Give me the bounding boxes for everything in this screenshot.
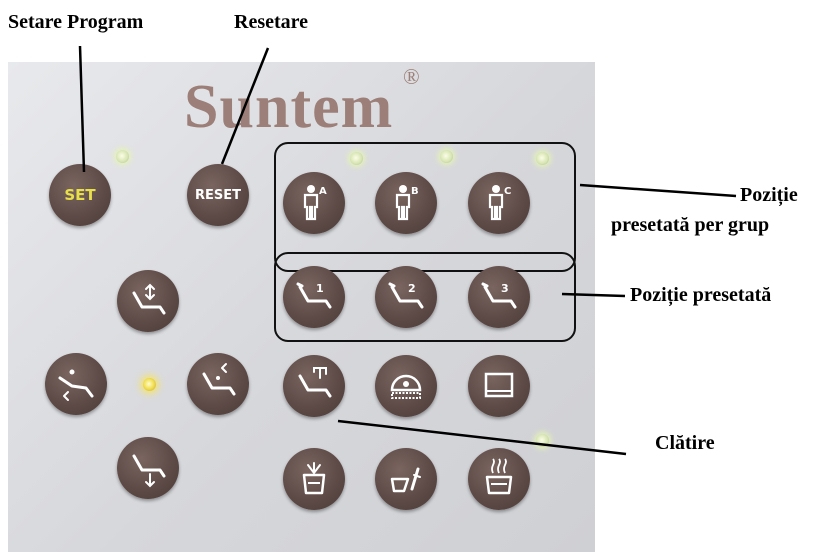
chair-recline-icon <box>58 369 94 401</box>
bowl-flush-button[interactable] <box>375 448 437 510</box>
chair-right-button[interactable] <box>187 353 249 415</box>
person-a-icon: A <box>303 185 327 221</box>
group-preset-callout-line <box>579 183 737 198</box>
chair-preset-3-icon: 3 <box>481 282 517 309</box>
person-b-icon: B <box>395 185 419 221</box>
reset-label: Resetare <box>234 11 309 33</box>
monitor-icon <box>484 372 514 398</box>
chair-down-button[interactable] <box>117 437 179 499</box>
preset-1-button[interactable]: 1 <box>283 266 345 328</box>
heated-water-icon <box>485 458 513 495</box>
cup-fill-icon <box>302 462 326 495</box>
backrest-up-button[interactable] <box>117 270 179 332</box>
reset-button-label: RESET <box>194 187 241 203</box>
chair-left-button[interactable] <box>45 353 107 415</box>
brand-name: Suntem <box>184 73 394 141</box>
heater-indicator-led <box>536 434 549 447</box>
center-indicator-led <box>143 378 156 391</box>
operating-light-button[interactable] <box>375 355 437 417</box>
group-preset-label-line1: Poziție <box>740 184 798 206</box>
svg-text:1: 1 <box>316 282 324 295</box>
preset-2-button[interactable]: 2 <box>375 266 437 328</box>
group-preset-box <box>274 142 576 272</box>
chair-raise-icon <box>202 363 236 396</box>
set-button-label: SET <box>64 186 96 204</box>
svg-text:2: 2 <box>408 282 416 295</box>
bowl-flush-icon <box>390 467 421 493</box>
preset-label: Poziție presetată <box>630 284 772 306</box>
chair-preset-2-icon: 2 <box>388 282 424 309</box>
set-program-label: Setare Program <box>8 11 144 33</box>
person-c-icon: C <box>488 185 511 221</box>
operating-light-icon <box>390 374 422 399</box>
svg-text:C: C <box>504 186 511 197</box>
chair-backrest-icon <box>132 283 166 315</box>
group-b-button[interactable]: B <box>375 172 437 234</box>
set-button[interactable]: SET <box>49 164 111 226</box>
film-viewer-button[interactable] <box>468 355 530 417</box>
chair-lower-icon <box>132 454 166 488</box>
set-indicator-led <box>116 150 129 163</box>
chair-preset-1-icon: 1 <box>296 282 332 309</box>
preset-3-button[interactable]: 3 <box>468 266 530 328</box>
group-a-indicator-led <box>350 152 363 165</box>
rinse-label: Clătire <box>655 432 715 454</box>
group-c-button[interactable]: C <box>468 172 530 234</box>
reset-button[interactable]: RESET <box>187 164 249 226</box>
registered-mark: ® <box>403 64 420 89</box>
group-b-indicator-led <box>440 150 453 163</box>
svg-text:A: A <box>319 186 327 197</box>
rinse-position-button[interactable] <box>283 355 345 417</box>
svg-text:B: B <box>411 186 419 197</box>
cup-fill-button[interactable] <box>283 448 345 510</box>
group-a-button[interactable]: A <box>283 172 345 234</box>
group-c-indicator-led <box>536 152 549 165</box>
group-preset-label-line2: presetată per grup <box>611 214 770 236</box>
water-heater-button[interactable] <box>468 448 530 510</box>
svg-text:3: 3 <box>501 282 509 295</box>
chair-rinse-icon <box>298 367 332 398</box>
